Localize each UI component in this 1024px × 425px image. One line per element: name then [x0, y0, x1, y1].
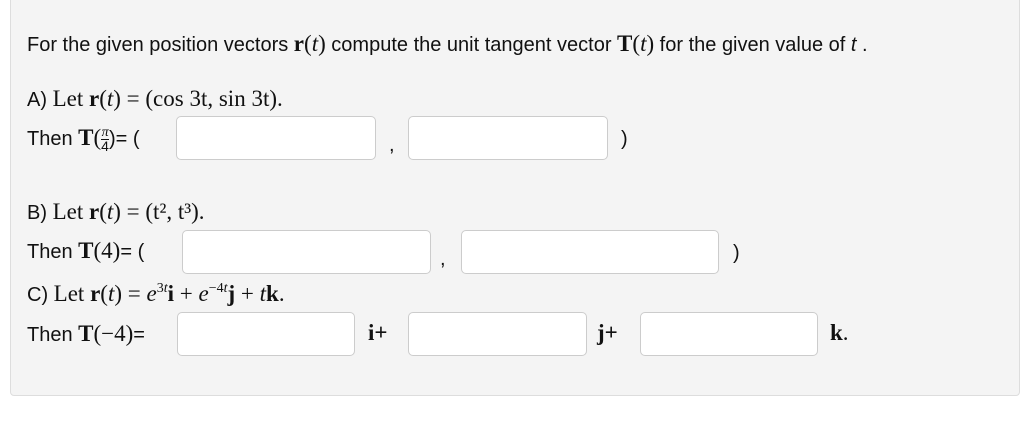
part-c-i-input[interactable] [177, 312, 355, 356]
part-c-j-input[interactable] [408, 312, 587, 356]
part-b-x-input[interactable] [182, 230, 431, 274]
i-plus-label: i+ [368, 320, 388, 345]
part-b-then: Then T(4)= ( [27, 238, 145, 263]
close-paren: ) [733, 242, 740, 264]
part-b-statement: B) Let r(t) = (t², t³). [27, 199, 205, 224]
part-c-then: Then T(−4)= [27, 321, 145, 346]
comma: , [389, 134, 395, 156]
close-paren: ) [621, 128, 628, 150]
part-a-statement: A) Let r(t) = (cos 3t, sin 3t). [27, 86, 283, 111]
part-a-formula: = (cos 3t, sin 3t). [126, 86, 283, 111]
comma: , [440, 248, 446, 270]
part-b-formula: = (t², t³). [126, 199, 205, 224]
part-b-y-input[interactable] [461, 230, 719, 274]
part-c-k-input[interactable] [640, 312, 818, 356]
intro-text: For the given position vectors r(t) comp… [27, 31, 868, 56]
k-label: k. [830, 320, 849, 345]
part-c-statement: C) Let r(t) = e3ti + e−4tj + tk. [27, 281, 285, 306]
part-a-y-input[interactable] [408, 116, 608, 160]
j-plus-label: j+ [597, 320, 618, 345]
part-a-x-input[interactable] [176, 116, 376, 160]
